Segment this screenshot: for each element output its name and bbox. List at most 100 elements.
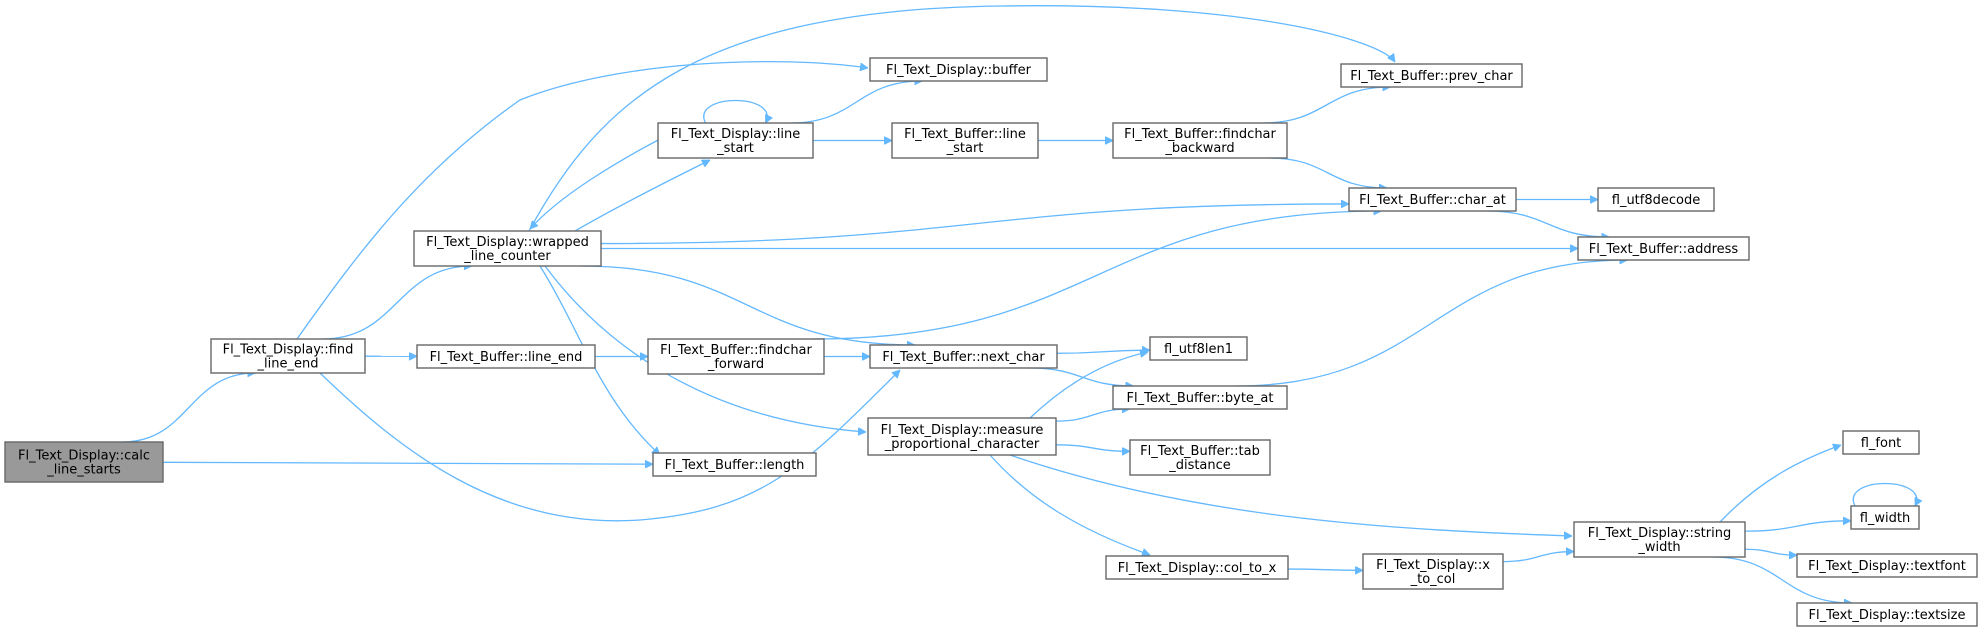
node-box[interactable] bbox=[1129, 439, 1271, 476]
node-label: Fl_Text_Display::calc bbox=[18, 449, 150, 464]
node-tab_distance[interactable]: Fl_Text_Buffer::tab_distance bbox=[1129, 439, 1271, 476]
node-label: _forward bbox=[707, 357, 764, 372]
node-find[interactable]: Fl_Text_Display::find_line_end bbox=[210, 338, 366, 374]
edge-mpc-to-tab_distance bbox=[1055, 444, 1130, 452]
node-label: fl_utf8len1 bbox=[1164, 342, 1233, 357]
node-buffer[interactable]: Fl_Text_Display::buffer bbox=[869, 57, 1048, 82]
node-label: _start bbox=[716, 141, 754, 156]
node-label: Fl_Text_Buffer::findchar bbox=[660, 343, 812, 358]
node-prev_char[interactable]: Fl_Text_Buffer::prev_char bbox=[1340, 63, 1523, 88]
edge-fl_width-to-fl_width bbox=[1852, 482, 1916, 507]
node-label: Fl_Text_Display::textsize bbox=[1809, 608, 1966, 623]
node-label: Fl_Text_Buffer::byte_at bbox=[1127, 391, 1274, 406]
node-label: fl_width bbox=[1860, 511, 1911, 526]
node-label: Fl_Text_Display::col_to_x bbox=[1118, 561, 1277, 576]
node-label: Fl_Text_Display::line bbox=[671, 127, 801, 142]
edge-findchar_backward-to-char_at bbox=[1268, 157, 1387, 188]
node-label: _distance bbox=[1168, 458, 1231, 473]
node-box[interactable] bbox=[652, 452, 817, 477]
node-box[interactable] bbox=[1597, 187, 1715, 212]
node-label: _width bbox=[1637, 540, 1680, 555]
edge-disp_line_start-to-buffer bbox=[790, 81, 922, 124]
node-fl_width[interactable]: fl_width bbox=[1850, 505, 1920, 530]
node-label: Fl_Text_Buffer::length bbox=[665, 458, 805, 473]
node-box[interactable] bbox=[1105, 555, 1289, 580]
node-label: _to_col bbox=[1410, 572, 1456, 587]
node-findchar_forward[interactable]: Fl_Text_Buffer::findchar_forward bbox=[647, 338, 825, 375]
node-box[interactable] bbox=[1850, 505, 1920, 530]
node-label: Fl_Text_Buffer::next_char bbox=[882, 350, 1045, 365]
node-label: fl_utf8decode bbox=[1612, 193, 1700, 208]
edge-find-to-next_char bbox=[319, 370, 900, 522]
node-label: Fl_Text_Display::string bbox=[1588, 526, 1731, 541]
node-label: _proportional_character bbox=[884, 437, 1040, 452]
edge-mpc-to-col_to_x bbox=[989, 454, 1150, 555]
edge-calc-to-find bbox=[122, 373, 255, 443]
node-calc[interactable]: Fl_Text_Display::calc_line_starts bbox=[4, 441, 164, 483]
edge-disp_line_start-to-disp_line_start bbox=[703, 99, 767, 124]
node-next_char[interactable]: Fl_Text_Buffer::next_char bbox=[869, 344, 1058, 369]
edge-string_width-to-fl_font bbox=[1719, 445, 1841, 523]
node-box[interactable] bbox=[1362, 553, 1504, 590]
node-box[interactable] bbox=[869, 57, 1048, 82]
edge-mpc-to-utf8len1 bbox=[1029, 352, 1148, 419]
edge-find-to-buffer bbox=[296, 60, 868, 340]
node-label: Fl_Text_Display::measure bbox=[881, 423, 1044, 438]
node-address[interactable]: Fl_Text_Buffer::address bbox=[1577, 236, 1750, 261]
node-box[interactable] bbox=[1112, 385, 1288, 410]
edge-string_width-to-fl_width bbox=[1744, 521, 1851, 532]
node-string_width[interactable]: Fl_Text_Display::string_width bbox=[1573, 521, 1746, 558]
node-box[interactable] bbox=[1842, 430, 1920, 455]
node-box[interactable] bbox=[647, 338, 825, 375]
edge-disp_line_start-to-wlc bbox=[530, 137, 663, 229]
node-box[interactable] bbox=[1112, 122, 1288, 159]
node-mpc[interactable]: Fl_Text_Display::measure_proportional_ch… bbox=[867, 417, 1057, 456]
node-length[interactable]: Fl_Text_Buffer::length bbox=[652, 452, 817, 477]
node-label: Fl_Text_Buffer::char_at bbox=[1359, 193, 1506, 208]
node-label: Fl_Text_Display::x bbox=[1376, 558, 1490, 573]
node-box[interactable] bbox=[867, 417, 1057, 456]
node-textsize[interactable]: Fl_Text_Display::textsize bbox=[1796, 602, 1978, 627]
node-box[interactable] bbox=[1348, 187, 1517, 212]
edge-next_char-to-utf8len1 bbox=[1056, 350, 1150, 353]
node-box[interactable] bbox=[657, 122, 814, 159]
node-box[interactable] bbox=[1149, 336, 1248, 361]
node-utf8decode[interactable]: fl_utf8decode bbox=[1597, 187, 1715, 212]
node-box[interactable] bbox=[1796, 602, 1978, 627]
node-label: Fl_Text_Display::find bbox=[223, 343, 354, 358]
node-label: _line_counter bbox=[463, 249, 551, 264]
node-wlc[interactable]: Fl_Text_Display::wrapped_line_counter bbox=[413, 230, 602, 267]
node-buf_line_start[interactable]: Fl_Text_Buffer::line_start bbox=[891, 122, 1039, 159]
node-box[interactable] bbox=[413, 230, 602, 267]
node-box[interactable] bbox=[416, 344, 596, 369]
node-box[interactable] bbox=[1796, 553, 1978, 578]
node-box[interactable] bbox=[210, 338, 366, 374]
node-label: Fl_Text_Buffer::tab bbox=[1140, 444, 1260, 459]
edge-wlc-to-char_at bbox=[600, 204, 1349, 245]
node-box[interactable] bbox=[891, 122, 1039, 159]
edge-find-to-wlc bbox=[322, 266, 472, 340]
node-x_to_col[interactable]: Fl_Text_Display::x_to_col bbox=[1362, 553, 1504, 590]
node-label: Fl_Text_Buffer::findchar bbox=[1124, 127, 1276, 142]
node-box[interactable] bbox=[1340, 63, 1523, 88]
node-byte_at[interactable]: Fl_Text_Buffer::byte_at bbox=[1112, 385, 1288, 410]
node-utf8len1[interactable]: fl_utf8len1 bbox=[1149, 336, 1248, 361]
node-findchar_backward[interactable]: Fl_Text_Buffer::findchar_backward bbox=[1112, 122, 1288, 159]
node-label: Fl_Text_Buffer::address bbox=[1589, 242, 1739, 257]
node-box[interactable] bbox=[1577, 236, 1750, 261]
node-line_end[interactable]: Fl_Text_Buffer::line_end bbox=[416, 344, 596, 369]
nodes-layer: Fl_Text_Display::calc_line_startsFl_Text… bbox=[4, 57, 1978, 627]
node-disp_line_start[interactable]: Fl_Text_Display::line_start bbox=[657, 122, 814, 159]
edge-char_at-to-address bbox=[1486, 210, 1610, 237]
node-box[interactable] bbox=[1573, 521, 1746, 558]
edge-wlc-to-prev_char bbox=[528, 5, 1396, 232]
node-col_to_x[interactable]: Fl_Text_Display::col_to_x bbox=[1105, 555, 1289, 580]
edge-wlc-to-next_char bbox=[581, 265, 915, 345]
node-label: _start bbox=[946, 141, 984, 156]
node-char_at[interactable]: Fl_Text_Buffer::char_at bbox=[1348, 187, 1517, 212]
node-box[interactable] bbox=[869, 344, 1058, 369]
node-fl_font[interactable]: fl_font bbox=[1842, 430, 1920, 455]
node-box[interactable] bbox=[4, 441, 164, 483]
node-textfont[interactable]: Fl_Text_Display::textfont bbox=[1796, 553, 1978, 578]
node-label: fl_font bbox=[1861, 436, 1902, 451]
